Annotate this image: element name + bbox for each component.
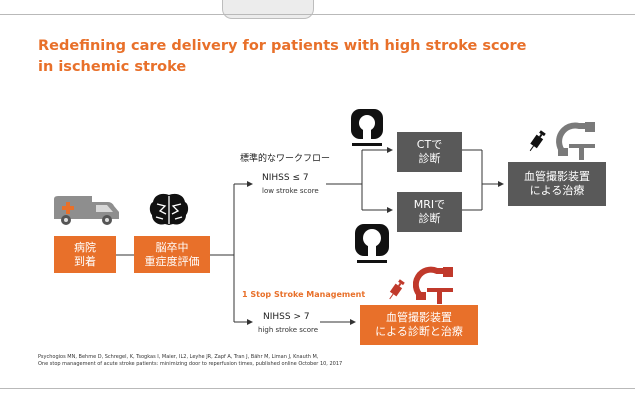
ct-diagnosis-line2: 診断 (418, 152, 441, 165)
ct-scanner-icon (351, 109, 383, 146)
ambulance-icon (54, 196, 119, 225)
angio-treatment-line2: による治療 (529, 184, 585, 197)
stroke-severity-line2: 重症度評価 (144, 254, 200, 268)
angio-treatment-line1: 血管撮影装置 (524, 170, 590, 183)
stroke-severity-box: 脳卒中 重症度評価 (134, 236, 210, 273)
mri-diagnosis-line2: 診断 (418, 212, 441, 225)
one-stop-management-label: 1 Stop Stroke Management (242, 290, 366, 299)
citation-line2: One stop management of acute stroke pati… (38, 361, 343, 367)
syringe-icon (389, 279, 405, 300)
angiography-system-icon (556, 122, 595, 160)
brain-icon (149, 193, 189, 225)
angio-diagnosis-treatment-line1: 血管撮影装置 (386, 311, 452, 324)
slide-title: Redefining care delivery for patients wi… (38, 36, 538, 78)
hospital-arrival-line1: 病院 (74, 240, 96, 254)
nihss-low-label: NIHSS ≤ 7 (262, 173, 309, 183)
angio-treatment-box: 血管撮影装置 による治療 (508, 162, 606, 206)
citation-line1: Psychogios MN, Behme D, Schregel, K, Tso… (38, 354, 319, 360)
hospital-arrival-box: 病院 到着 (54, 236, 116, 273)
low-stroke-score-label: low stroke score (262, 187, 319, 195)
mri-diagnosis-box: MRIで 診断 (397, 192, 462, 232)
citation: Psychogios MN, Behme D, Schregel, K, Tso… (38, 354, 342, 368)
standard-workflow-label: 標準的なワークフロー (240, 154, 331, 164)
mri-scanner-icon (355, 224, 389, 263)
ct-diagnosis-box: CTで 診断 (397, 132, 462, 172)
ct-diagnosis-line1: CTで (416, 138, 443, 151)
mri-diagnosis-line1: MRIで (413, 198, 446, 211)
high-stroke-score-label: high stroke score (258, 326, 319, 334)
angiography-system-icon (413, 266, 453, 304)
top-rule (0, 14, 635, 15)
hospital-arrival-line2: 到着 (74, 254, 96, 268)
angio-diagnosis-treatment-line2: による診断と治療 (375, 325, 463, 338)
stroke-severity-line1: 脳卒中 (155, 240, 189, 254)
slide-title-line1: Redefining care delivery for patients wi… (38, 38, 527, 54)
bottom-rule (0, 388, 635, 389)
slide-title-line2: in ischemic stroke (38, 59, 187, 75)
nihss-high-label: NIHSS > 7 (263, 312, 310, 322)
angio-diagnosis-treatment-box: 血管撮影装置 による診断と治療 (360, 305, 478, 345)
syringe-icon (529, 130, 546, 152)
